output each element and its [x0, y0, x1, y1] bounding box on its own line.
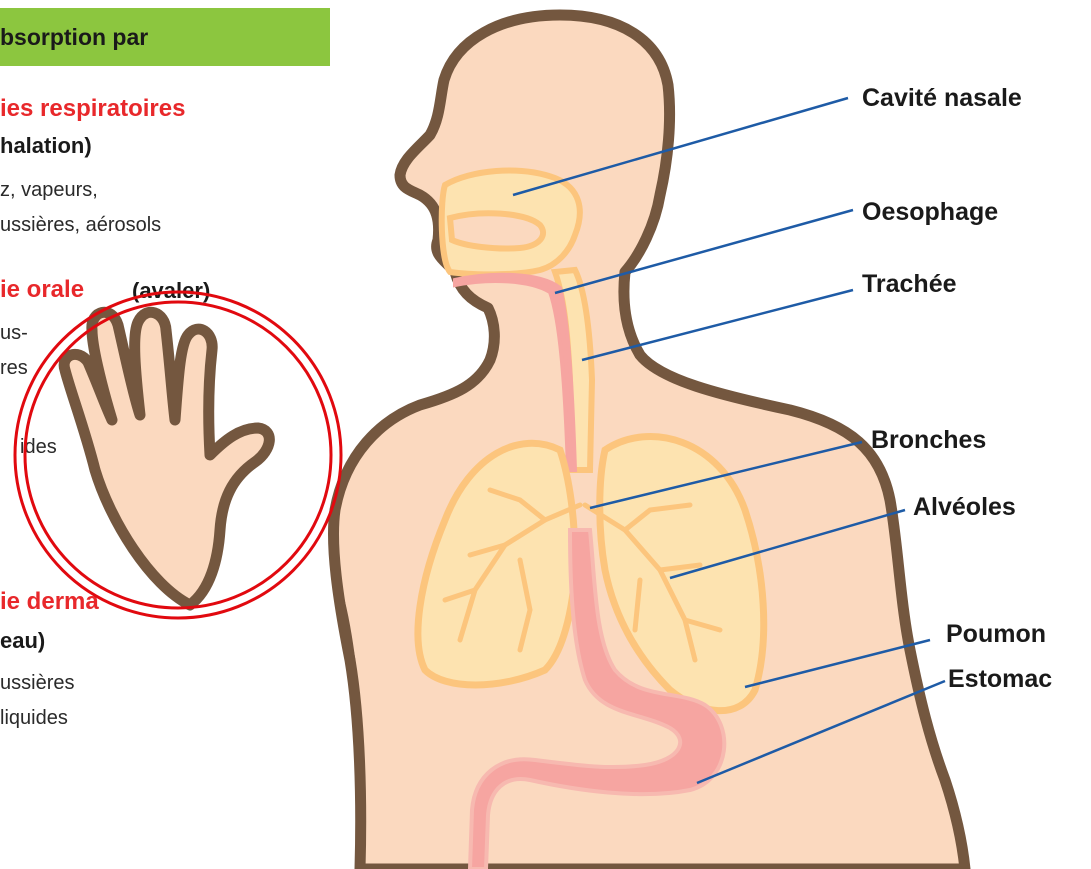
label-cavite-nasale: Cavité nasale: [862, 86, 1022, 111]
label-estomac: Estomac: [948, 667, 1052, 692]
label-oesophage: Oesophage: [862, 200, 998, 225]
label-poumon: Poumon: [946, 622, 1046, 647]
label-bronches: Bronches: [871, 428, 986, 453]
label-alveoles: Alvéoles: [913, 495, 1016, 520]
label-trachee: Trachée: [862, 272, 957, 297]
hand-illustration: [64, 312, 269, 605]
